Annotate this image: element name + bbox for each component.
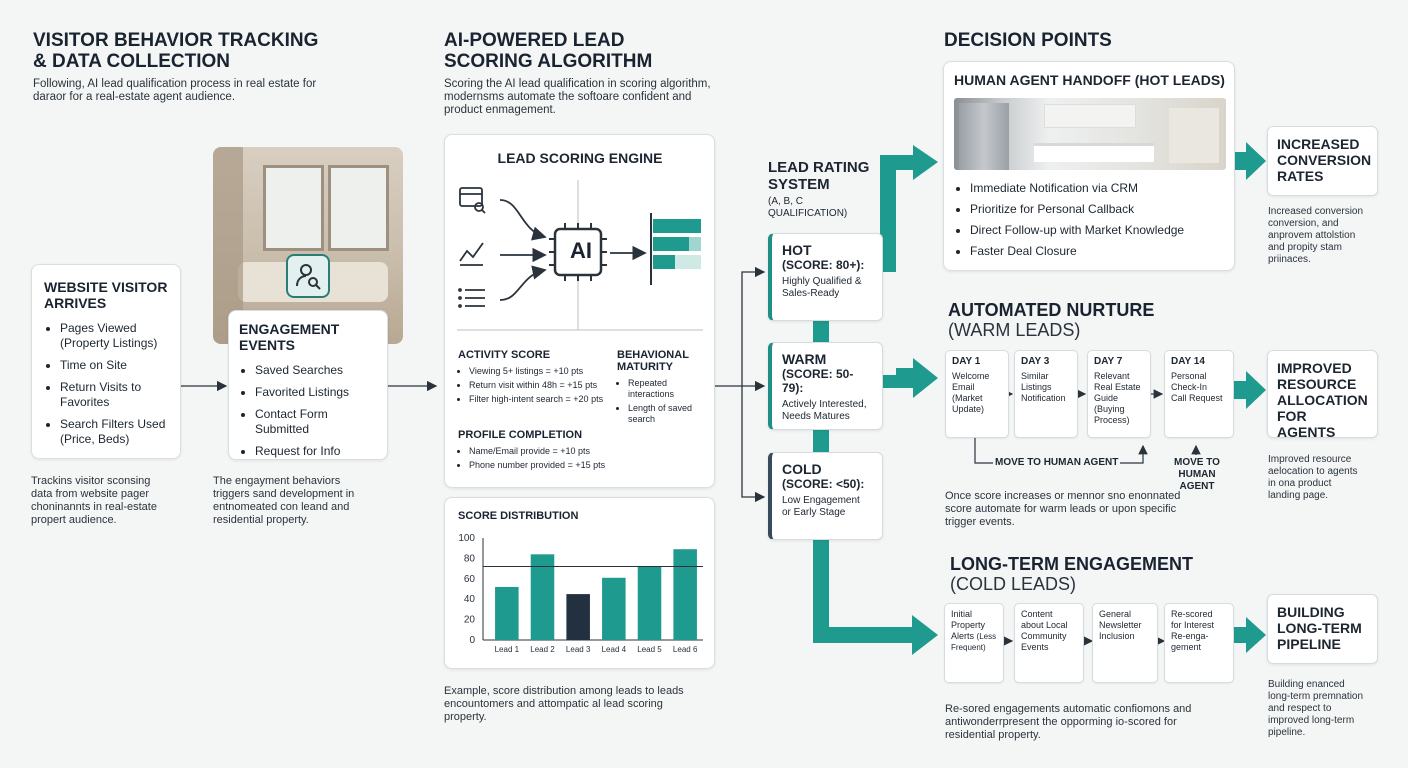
longterm-title: LONG-TERM ENGAGEMENT bbox=[950, 554, 1193, 574]
hot-rating-card: HOT (SCORE: 80+): Highly Qualified &Sale… bbox=[768, 233, 883, 321]
bar-lead-2 bbox=[530, 554, 555, 640]
conversion-outcome-desc: Increased conversion conversion, and anp… bbox=[1268, 206, 1364, 265]
x-tick-label: Lead 4 bbox=[602, 645, 627, 654]
scoring-section-title: AI-POWERED LEAD SCORING ALGORITHM bbox=[444, 30, 653, 72]
list-item: Contact Form Submitted bbox=[255, 407, 377, 437]
move-to-agent-label-2: MOVE TO HUMAN AGENT bbox=[1174, 457, 1220, 492]
visitor-section-desc: Following, AI lead qualification process… bbox=[33, 78, 317, 103]
nurture-caption: Once score increases or mennor sno enonn… bbox=[945, 490, 1181, 528]
arrow-to-cold bbox=[741, 386, 766, 503]
activity-score: ACTIVITY SCORE Viewing 5+ listings = +10… bbox=[458, 349, 603, 408]
list-item: Pages Viewed(Property Listings) bbox=[60, 321, 168, 351]
list-item: Request for Info bbox=[255, 444, 377, 459]
engagement-caption: The engayment behaviors triggers sand de… bbox=[213, 475, 355, 526]
list-item: Time on Site bbox=[60, 358, 168, 373]
user-search-icon bbox=[286, 254, 330, 298]
x-tick-label: Lead 1 bbox=[495, 645, 520, 654]
bar-lead-4 bbox=[602, 577, 626, 640]
y-tick-label: 60 bbox=[464, 574, 476, 585]
nurture-title: AUTOMATED NURTURE bbox=[948, 300, 1155, 320]
list-item: Search Filters Used(Price, Beds) bbox=[60, 417, 168, 447]
score-bars-icon bbox=[650, 213, 701, 285]
website-visitor-caption: Trackins visitor sconsing data from webs… bbox=[31, 475, 157, 526]
x-tick-label: Lead 5 bbox=[637, 645, 662, 654]
y-tick-label: 40 bbox=[464, 594, 476, 605]
lead-scoring-engine-card: LEAD SCORING ENGINE bbox=[444, 134, 715, 488]
distribution-caption: Example, score distribution among leads … bbox=[444, 685, 684, 723]
scoring-section-desc: Scoring the AI lead qualification in sco… bbox=[444, 78, 711, 116]
conversion-outcome-card: INCREASED CONVERSION RATES bbox=[1267, 126, 1378, 196]
engine-title: LEAD SCORING ENGINE bbox=[497, 150, 663, 166]
profile-completion: PROFILE COMPLETION Name/Email provide = … bbox=[458, 429, 605, 474]
list-item: Phone number provided = +15 pts bbox=[469, 460, 605, 471]
bar-lead-5 bbox=[637, 566, 662, 640]
ai-chip-icon bbox=[549, 223, 607, 281]
warm-rating-card: WARM (SCORE: 50-79): Actively Interested… bbox=[768, 342, 883, 430]
decision-section-title: DECISION POINTS bbox=[944, 30, 1112, 51]
visitor-section-title: VISITOR BEHAVIOR TRACKING & DATA COLLECT… bbox=[33, 30, 319, 72]
website-visitor-list: Pages Viewed(Property Listings) Time on … bbox=[44, 321, 168, 447]
rating-title: LEAD RATING SYSTEM bbox=[768, 159, 870, 193]
kitchen-photo bbox=[954, 98, 1226, 170]
y-tick-label: 20 bbox=[464, 615, 476, 626]
x-tick-label: Lead 3 bbox=[566, 645, 591, 654]
rating-subtitle: (A, B, C QUALIFICATION) bbox=[768, 196, 848, 219]
y-tick-label: 80 bbox=[464, 553, 476, 564]
handoff-title: HUMAN AGENT HANDOFF (HOT LEADS) bbox=[954, 72, 1225, 88]
list-item: Immediate Notification via CRM bbox=[970, 181, 1184, 195]
bar-lead-6 bbox=[673, 549, 697, 640]
resource-outcome-desc: Improved resource aelocation to agents i… bbox=[1268, 454, 1358, 501]
x-tick-label: Lead 2 bbox=[530, 645, 555, 654]
list-item: Direct Follow-up with Market Knowledge bbox=[970, 223, 1184, 237]
ai-label: AI bbox=[570, 238, 592, 263]
bar-lead-1 bbox=[495, 586, 519, 640]
arrow-to-hot bbox=[741, 266, 766, 386]
handoff-list: Immediate Notification via CRM Prioritiz… bbox=[954, 181, 1184, 265]
resource-outcome-card: IMPROVED RESOURCE ALLOCATION FOR AGENTS bbox=[1267, 350, 1378, 440]
pipeline-outcome-card: BUILDING LONG-TERM PIPELINE bbox=[1267, 594, 1378, 664]
website-visitor-title: WEBSITE VISITOR ARRIVES bbox=[44, 279, 168, 311]
distribution-title: SCORE DISTRIBUTION bbox=[458, 510, 579, 522]
engagement-events-list: Saved Searches Favorited Listings Contac… bbox=[239, 363, 377, 459]
website-visitor-card: WEBSITE VISITOR ARRIVES Pages Viewed(Pro… bbox=[31, 264, 181, 459]
engagement-events-title: ENGAGEMENT EVENTS bbox=[239, 321, 340, 353]
engine-diagram bbox=[457, 180, 703, 331]
longterm-caption: Re-sored engagements automatic confiomon… bbox=[945, 703, 1192, 741]
bar-lead-3 bbox=[566, 594, 590, 640]
list-item: Prioritize for Personal Callback bbox=[970, 202, 1184, 216]
longterm-subtitle: (COLD LEADS) bbox=[950, 574, 1077, 594]
y-tick-label: 0 bbox=[469, 635, 475, 646]
list-item: Filter high-intent search = +20 pts bbox=[469, 394, 603, 405]
x-tick-label: Lead 6 bbox=[673, 645, 698, 654]
y-tick-label: 100 bbox=[458, 533, 475, 544]
list-item: Favorited Listings bbox=[255, 385, 377, 400]
engagement-events-card: ENGAGEMENT EVENTS Saved Searches Favorit… bbox=[228, 310, 388, 460]
list-item: Name/Email provide = +10 pts bbox=[469, 446, 605, 457]
move-to-agent-label: MOVE TO HUMAN AGENT bbox=[993, 457, 1121, 468]
list-item: Faster Deal Closure bbox=[970, 244, 1184, 258]
nurture-subtitle: (WARM LEADS) bbox=[948, 320, 1081, 340]
human-handoff-card: HUMAN AGENT HANDOFF (HOT LEADS) Immediat… bbox=[943, 61, 1235, 271]
list-item: Return visit within 48h = +15 pts bbox=[469, 380, 603, 391]
list-item: Viewing 5+ listings = +10 pts bbox=[469, 366, 603, 377]
pipeline-outcome-desc: Building enanced long-term premnation an… bbox=[1268, 679, 1364, 738]
list-item: Saved Searches bbox=[255, 363, 377, 378]
